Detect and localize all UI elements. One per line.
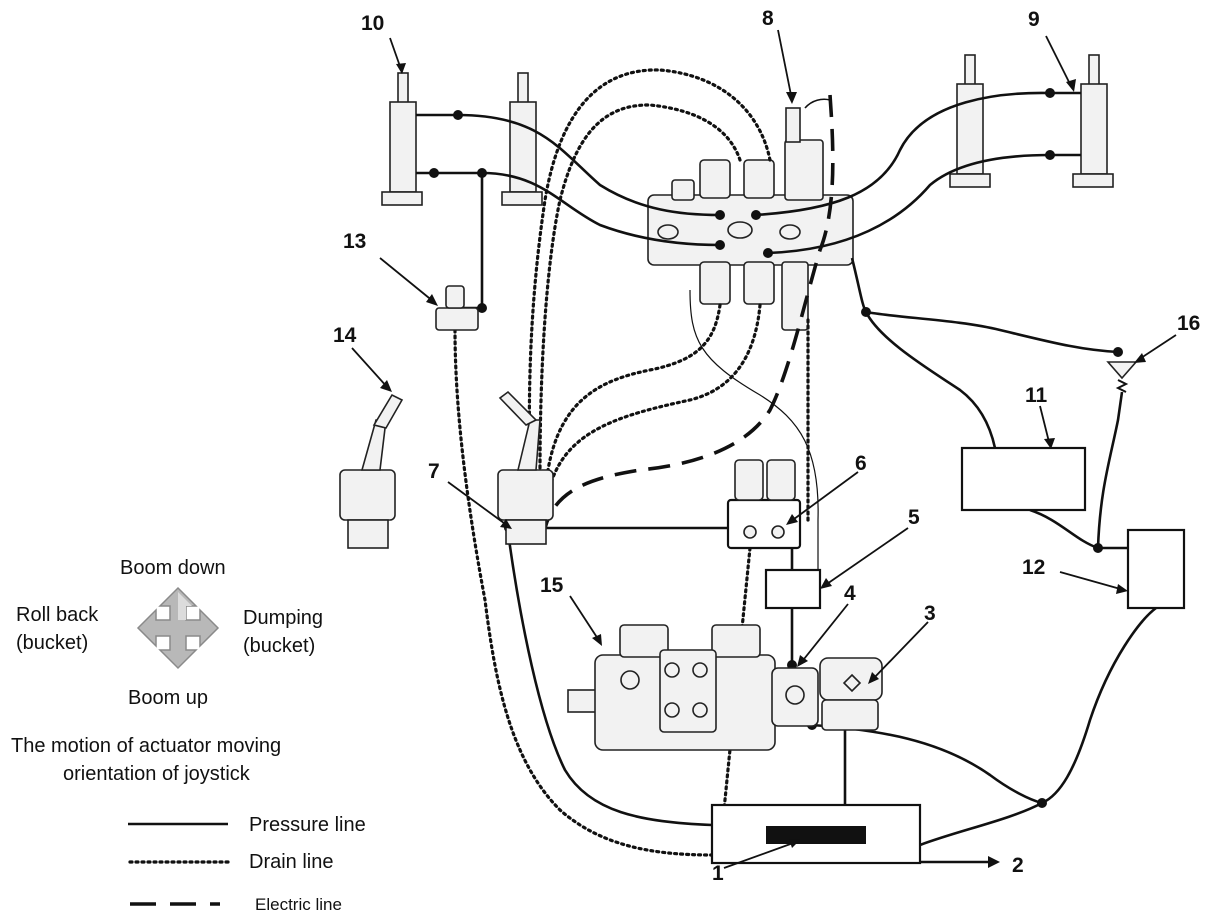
joystick-14 <box>339 393 404 549</box>
label-7: 7 <box>428 460 440 483</box>
leader-arrows <box>351 29 1177 869</box>
main-control-valve <box>647 107 854 331</box>
label-3: 3 <box>924 602 936 625</box>
drain-lines <box>453 68 810 857</box>
hydraulic-tank-1 <box>710 803 922 865</box>
direction-down-label: Boom up <box>128 687 208 709</box>
joystick-7 <box>497 390 554 545</box>
joystick-direction-key: Boom down Roll back (bucket) Dumping (bu… <box>16 557 323 709</box>
pump-3 <box>819 657 883 731</box>
cylinder-9-left <box>949 54 991 188</box>
label-8: 8 <box>762 7 774 30</box>
label-14: 14 <box>333 324 357 347</box>
legend-pressure-label: Pressure line <box>249 814 366 836</box>
label-11: 11 <box>1025 384 1048 407</box>
caption-line-2: orientation of joystick <box>63 763 251 785</box>
label-5: 5 <box>908 506 920 529</box>
label-15: 15 <box>540 574 564 597</box>
label-10: 10 <box>361 12 384 35</box>
label-9: 9 <box>1028 8 1040 31</box>
check-valve-16 <box>1106 361 1138 393</box>
caption-line-1: The motion of actuator moving <box>11 735 281 757</box>
label-2: 2 <box>1012 854 1024 877</box>
line-legend: Pressure line Drain line Electric line <box>128 814 366 914</box>
pilot-valve-6 <box>726 459 802 550</box>
electric-lines <box>543 94 835 529</box>
label-12: 12 <box>1022 556 1045 579</box>
junction-dots <box>429 88 1123 808</box>
direction-left-label-2: (bucket) <box>16 632 88 654</box>
label-6: 6 <box>855 452 867 475</box>
component-12-box <box>1126 528 1186 610</box>
four-way-arrow-icon <box>136 586 220 670</box>
component-5-box <box>764 568 822 610</box>
pump-assembly-15 <box>567 624 776 751</box>
direction-left-label-1: Roll back <box>16 604 99 626</box>
component-11-box <box>960 446 1087 512</box>
legend-drain-label: Drain line <box>249 851 333 873</box>
label-16: 16 <box>1177 312 1200 335</box>
direction-up-label: Boom down <box>120 557 226 579</box>
legend-electric-label: Electric line <box>255 895 342 914</box>
valve-13 <box>435 285 479 331</box>
direction-right-label-1: Dumping <box>243 607 323 629</box>
direction-right-label-2: (bucket) <box>243 635 315 657</box>
label-1: 1 <box>712 862 724 885</box>
pump-4 <box>771 667 819 727</box>
cylinder-9-right <box>1072 54 1114 188</box>
cylinder-10-left <box>381 72 423 206</box>
label-4: 4 <box>844 582 856 605</box>
label-13: 13 <box>343 230 366 253</box>
